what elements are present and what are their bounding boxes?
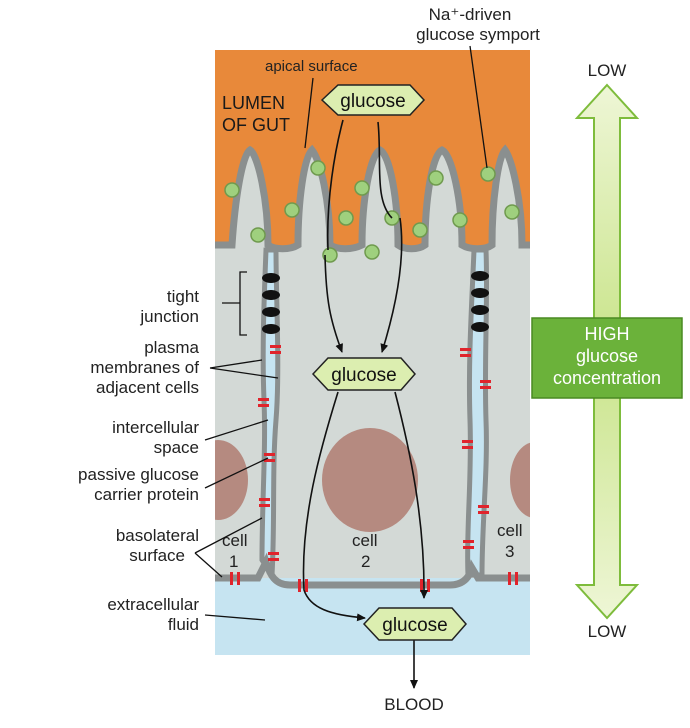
glucose-tag-cell: glucose [311, 357, 416, 391]
high-concentration-box [531, 317, 683, 399]
glucose-tag-fluid: glucose [362, 607, 467, 641]
nucleus-cell-3 [510, 442, 530, 518]
cell-3-number: 3 [505, 542, 514, 561]
intercellular-label-line2: space [154, 438, 199, 457]
plasma-label-line1: plasma [144, 338, 199, 357]
high-label-line1: HIGH [585, 324, 630, 344]
tight-junction-bracket [222, 271, 247, 336]
glucose-tag-lumen: glucose [320, 84, 426, 116]
tight-junction-label-line1: tight [167, 287, 199, 306]
passive-carrier-proteins [230, 345, 518, 592]
lumen-label-line2: OF GUT [222, 115, 290, 135]
apical-surface-label: apical surface [265, 58, 358, 75]
low-label-top: LOW [588, 61, 627, 80]
passive-carrier-pointer [204, 457, 269, 489]
cell-1-number: 1 [229, 552, 238, 571]
nucleus-cell-2 [322, 428, 418, 532]
glucose-label-cell: glucose [331, 365, 397, 386]
extracellular-label-line1: extracellular [107, 595, 199, 614]
cell-3-word: cell [497, 521, 523, 540]
basolateral-label-line2: surface [129, 546, 185, 565]
nucleus-cell-1 [215, 440, 248, 520]
intercellular-pointer [204, 419, 269, 441]
lumen-region [215, 50, 530, 249]
tight-junction-left [262, 273, 280, 334]
basolateral-pointer [194, 517, 263, 578]
high-label-line3: concentration [553, 368, 661, 388]
extracellular-label-line2: fluid [168, 615, 199, 634]
cell-2-word: cell [352, 531, 378, 550]
glucose-label-lumen: glucose [340, 91, 406, 112]
plasma-label-line2: membranes of [90, 358, 199, 377]
basolateral-label-line1: basolateral [116, 526, 199, 545]
passive-carrier-label-line2: carrier protein [94, 485, 199, 504]
tight-junction-right [471, 271, 489, 332]
intercellular-label-line1: intercellular [112, 418, 199, 437]
plasma-label-line3: adjacent cells [96, 378, 199, 397]
plasma-pointer [209, 359, 279, 379]
cell-panel [215, 50, 530, 655]
na-glucose-symporters [224, 160, 520, 263]
apical-pointer [304, 77, 314, 149]
glucose-label-fluid: glucose [382, 615, 448, 636]
passive-carrier-label-line1: passive glucose [78, 465, 199, 484]
symport-label-line2: glucose symport [416, 25, 540, 44]
symport-label-line1: Na⁺-driven [429, 5, 512, 24]
lumen-label-line1: LUMEN [222, 93, 285, 113]
high-label-line2: glucose [576, 346, 638, 366]
basolateral-membrane [215, 552, 530, 589]
intercellular-space-right [465, 247, 490, 578]
symport-pointer [469, 45, 488, 169]
tight-junction-label-line2: junction [139, 307, 199, 326]
cell-2-number: 2 [361, 552, 370, 571]
low-label-bottom: LOW [588, 622, 627, 641]
blood-label: BLOOD [384, 695, 444, 714]
cell-1-word: cell [222, 531, 248, 550]
extracellular-pointer [204, 614, 266, 621]
glucose-path-arrows [302, 119, 429, 689]
